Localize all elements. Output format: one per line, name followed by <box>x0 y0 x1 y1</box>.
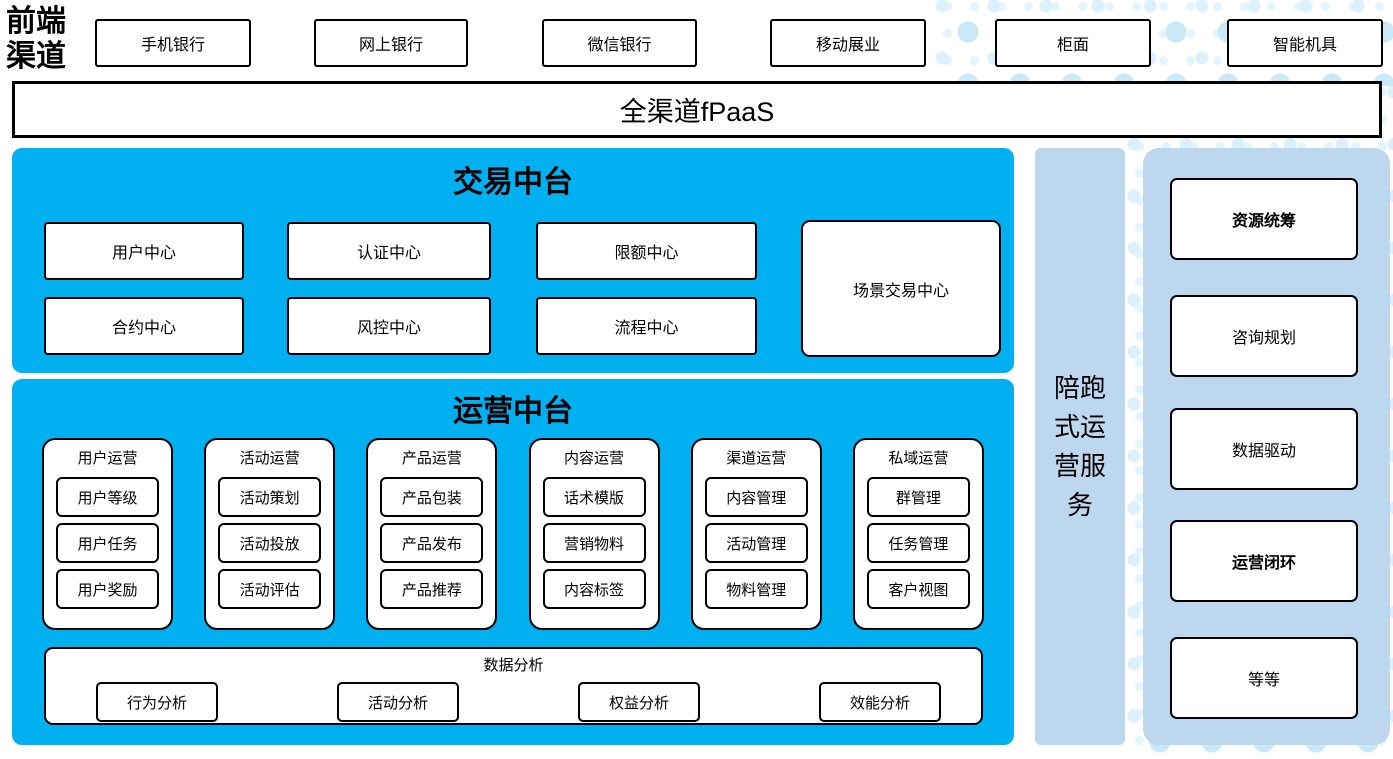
analysis-item-efficiency: 效能分析 <box>819 682 941 722</box>
channel-online-banking: 网上银行 <box>314 19 468 67</box>
column-title: 产品运营 <box>401 450 462 467</box>
column-channel-ops: 渠道运营 内容管理 活动管理 物料管理 <box>690 438 822 630</box>
data-analysis-title: 数据分析 <box>483 657 544 674</box>
service-item-resource-planning: 资源统筹 <box>1170 178 1358 260</box>
fpaas-bar: 全渠道fPaaS <box>12 81 1382 138</box>
operation-platform-title: 运营中台 <box>453 394 573 429</box>
column-content-ops: 内容运营 话术模版 营销物料 内容标签 <box>528 438 660 630</box>
column-activity-ops: 活动运营 活动策划 活动投放 活动评估 <box>204 438 336 630</box>
analysis-item-benefit: 权益分析 <box>578 682 700 722</box>
ops-item: 内容管理 <box>704 477 808 517</box>
column-title: 活动运营 <box>239 450 300 467</box>
trade-platform-title: 交易中台 <box>453 165 573 200</box>
operation-columns: 用户运营 用户等级 用户任务 用户奖励 活动运营 活动策划 活动投放 活动评估 … <box>42 438 984 630</box>
ops-item: 活动管理 <box>704 523 808 563</box>
service-item-consulting: 咨询规划 <box>1170 295 1358 377</box>
ops-item: 活动评估 <box>218 569 322 609</box>
channel-smart-devices: 智能机具 <box>1227 19 1383 67</box>
ops-item: 活动投放 <box>218 523 322 563</box>
column-user-ops: 用户运营 用户等级 用户任务 用户奖励 <box>42 438 173 630</box>
ops-item: 产品发布 <box>380 523 484 563</box>
box-risk-center: 风控中心 <box>287 297 491 355</box>
box-scenario-trade-center: 场景交易中心 <box>801 220 1001 357</box>
ops-item: 产品推荐 <box>380 569 484 609</box>
analysis-item-activity: 活动分析 <box>337 682 459 722</box>
trade-platform-section: 交易中台 用户中心 认证中心 限额中心 合约中心 风控中心 流程中心 场景交易中… <box>12 148 1014 373</box>
ops-item: 用户任务 <box>56 523 159 563</box>
ops-item: 用户等级 <box>56 477 159 517</box>
box-limit-center: 限额中心 <box>536 222 757 280</box>
companion-operation-service-label: 陪跑式运营服务 <box>1053 372 1106 520</box>
channel-mobile-banking: 手机银行 <box>95 19 251 67</box>
service-item-operation-loop: 运营闭环 <box>1170 520 1358 602</box>
column-title: 私域运营 <box>888 450 949 467</box>
column-title: 内容运营 <box>564 450 625 467</box>
column-product-ops: 产品运营 产品包装 产品发布 产品推荐 <box>366 438 498 630</box>
ops-item: 话术模版 <box>542 477 646 517</box>
service-panel: 资源统筹 咨询规划 数据驱动 运营闭环 等等 <box>1143 148 1390 745</box>
operation-platform-section: 运营中台 用户运营 用户等级 用户任务 用户奖励 活动运营 活动策划 活动投放 … <box>12 379 1014 745</box>
companion-operation-service-bar: 陪跑式运营服务 <box>1035 148 1125 745</box>
channel-wechat-banking: 微信银行 <box>542 19 697 67</box>
ops-item: 营销物料 <box>542 523 646 563</box>
channel-counter: 柜面 <box>995 19 1151 67</box>
ops-item: 群管理 <box>866 477 970 517</box>
channel-mobile-sales: 移动展业 <box>770 19 926 67</box>
service-item-data-driven: 数据驱动 <box>1170 408 1358 490</box>
ops-item: 用户奖励 <box>56 569 159 609</box>
box-auth-center: 认证中心 <box>287 222 491 280</box>
ops-item: 物料管理 <box>704 569 808 609</box>
box-user-center: 用户中心 <box>44 222 244 280</box>
box-process-center: 流程中心 <box>536 297 757 355</box>
box-contract-center: 合约中心 <box>44 297 244 355</box>
ops-item: 活动策划 <box>218 477 322 517</box>
data-analysis-box: 数据分析 行为分析 活动分析 权益分析 效能分析 <box>44 647 983 725</box>
analysis-item-behavior: 行为分析 <box>96 682 218 722</box>
ops-item: 客户视图 <box>866 569 970 609</box>
data-analysis-items: 行为分析 活动分析 权益分析 效能分析 <box>96 682 941 722</box>
ops-item: 产品包装 <box>380 477 484 517</box>
column-title: 渠道运营 <box>726 450 787 467</box>
ops-item: 任务管理 <box>866 523 970 563</box>
ops-item: 内容标签 <box>542 569 646 609</box>
front-channels-label: 前端渠道 <box>6 4 66 74</box>
column-title: 用户运营 <box>77 450 138 467</box>
service-item-etc: 等等 <box>1170 637 1358 719</box>
column-private-domain-ops: 私域运营 群管理 任务管理 客户视图 <box>852 438 984 630</box>
